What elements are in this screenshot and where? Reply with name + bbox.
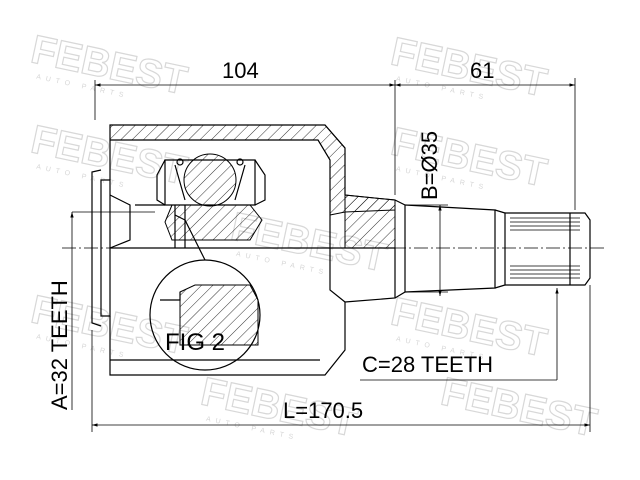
inner-race-section xyxy=(109,153,266,249)
dim-diameter: B=Ø35 xyxy=(405,131,448,296)
spline-teeth xyxy=(510,217,580,279)
dim-61: 61 xyxy=(395,58,576,210)
dim-c-teeth: C=28 TEETH xyxy=(360,288,559,381)
dim-c-teeth-text: C=28 TEETH xyxy=(362,352,493,377)
ball xyxy=(183,153,237,207)
dim-length-text: L=170.5 xyxy=(283,398,363,423)
circlip-left xyxy=(176,158,184,166)
fig2-label: FIG 2 xyxy=(165,329,225,356)
fig2-detail: FIG 2 xyxy=(149,214,261,371)
dim-a-teeth-text: A=32 TEETH xyxy=(47,280,72,410)
dim-length: L=170.5 xyxy=(91,285,591,432)
joint-housing xyxy=(91,124,396,376)
dim-104: 104 xyxy=(94,58,396,195)
watermark-brand: FEBEST xyxy=(437,370,600,446)
dim-104-text: 104 xyxy=(222,58,259,83)
dim-61-text: 61 xyxy=(470,58,494,83)
dim-diameter-text: B=Ø35 xyxy=(417,131,442,200)
watermark-group: FEBEST AUTO PARTS FEBEST AUTO PARTS FEBE… xyxy=(27,27,601,446)
dim-a-teeth: A=32 TEETH xyxy=(47,211,155,410)
circlip-right xyxy=(236,158,244,166)
shaft-stub xyxy=(344,194,591,303)
